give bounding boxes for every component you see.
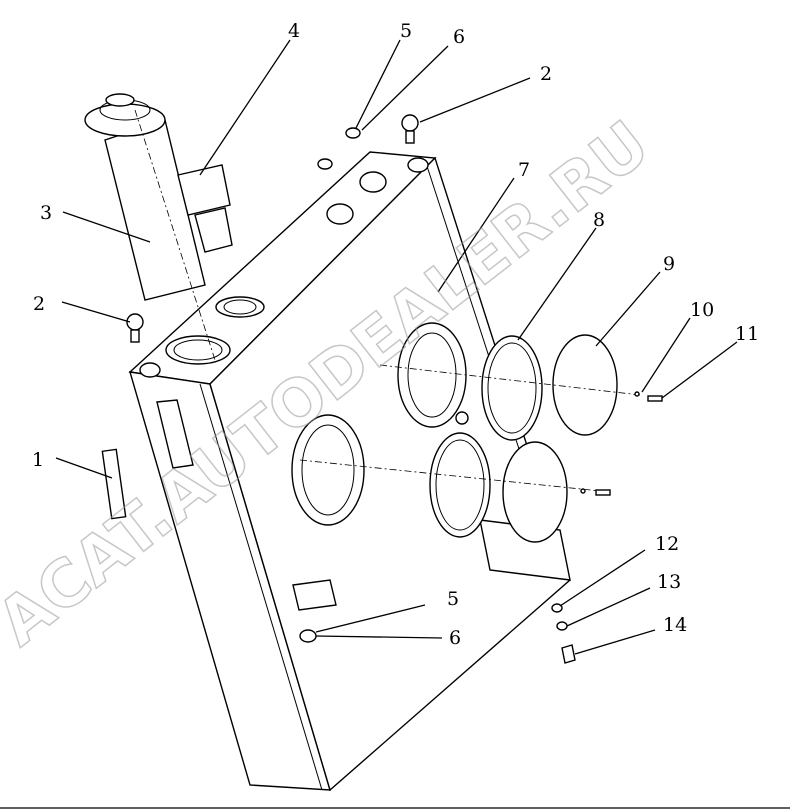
callout-11: 11	[735, 323, 759, 345]
callout-5-lower: 5	[447, 588, 459, 610]
cover-upper	[552, 334, 618, 436]
callout-14: 14	[663, 614, 687, 636]
callout-2-lower: 2	[33, 293, 45, 315]
filter-assembly	[84, 93, 216, 361]
callout-9: 9	[663, 253, 675, 275]
hardware	[101, 114, 663, 664]
callout-10: 10	[690, 299, 714, 321]
callout-7: 7	[518, 159, 530, 181]
gasket-lower	[429, 432, 491, 538]
tank-housing	[128, 151, 571, 792]
callout-13: 13	[657, 571, 681, 593]
cover-lower	[502, 441, 568, 543]
callout-labels: 1 2 2 3 4 5 5 6 6 7 8 9 10 11 12 13 14	[32, 20, 759, 649]
callout-5-upper: 5	[400, 20, 412, 42]
callout-1: 1	[32, 449, 44, 471]
callout-8: 8	[593, 209, 605, 231]
gasket-upper	[481, 335, 543, 441]
callout-6-lower: 6	[449, 627, 461, 649]
gaskets-and-covers	[299, 334, 641, 543]
callout-2-upper: 2	[540, 63, 552, 85]
callout-12: 12	[655, 533, 679, 555]
leader-lines	[55, 39, 738, 655]
callout-6-upper: 6	[453, 26, 465, 48]
callout-4: 4	[288, 20, 300, 42]
breather-cap	[177, 164, 233, 253]
callout-3: 3	[40, 202, 52, 224]
